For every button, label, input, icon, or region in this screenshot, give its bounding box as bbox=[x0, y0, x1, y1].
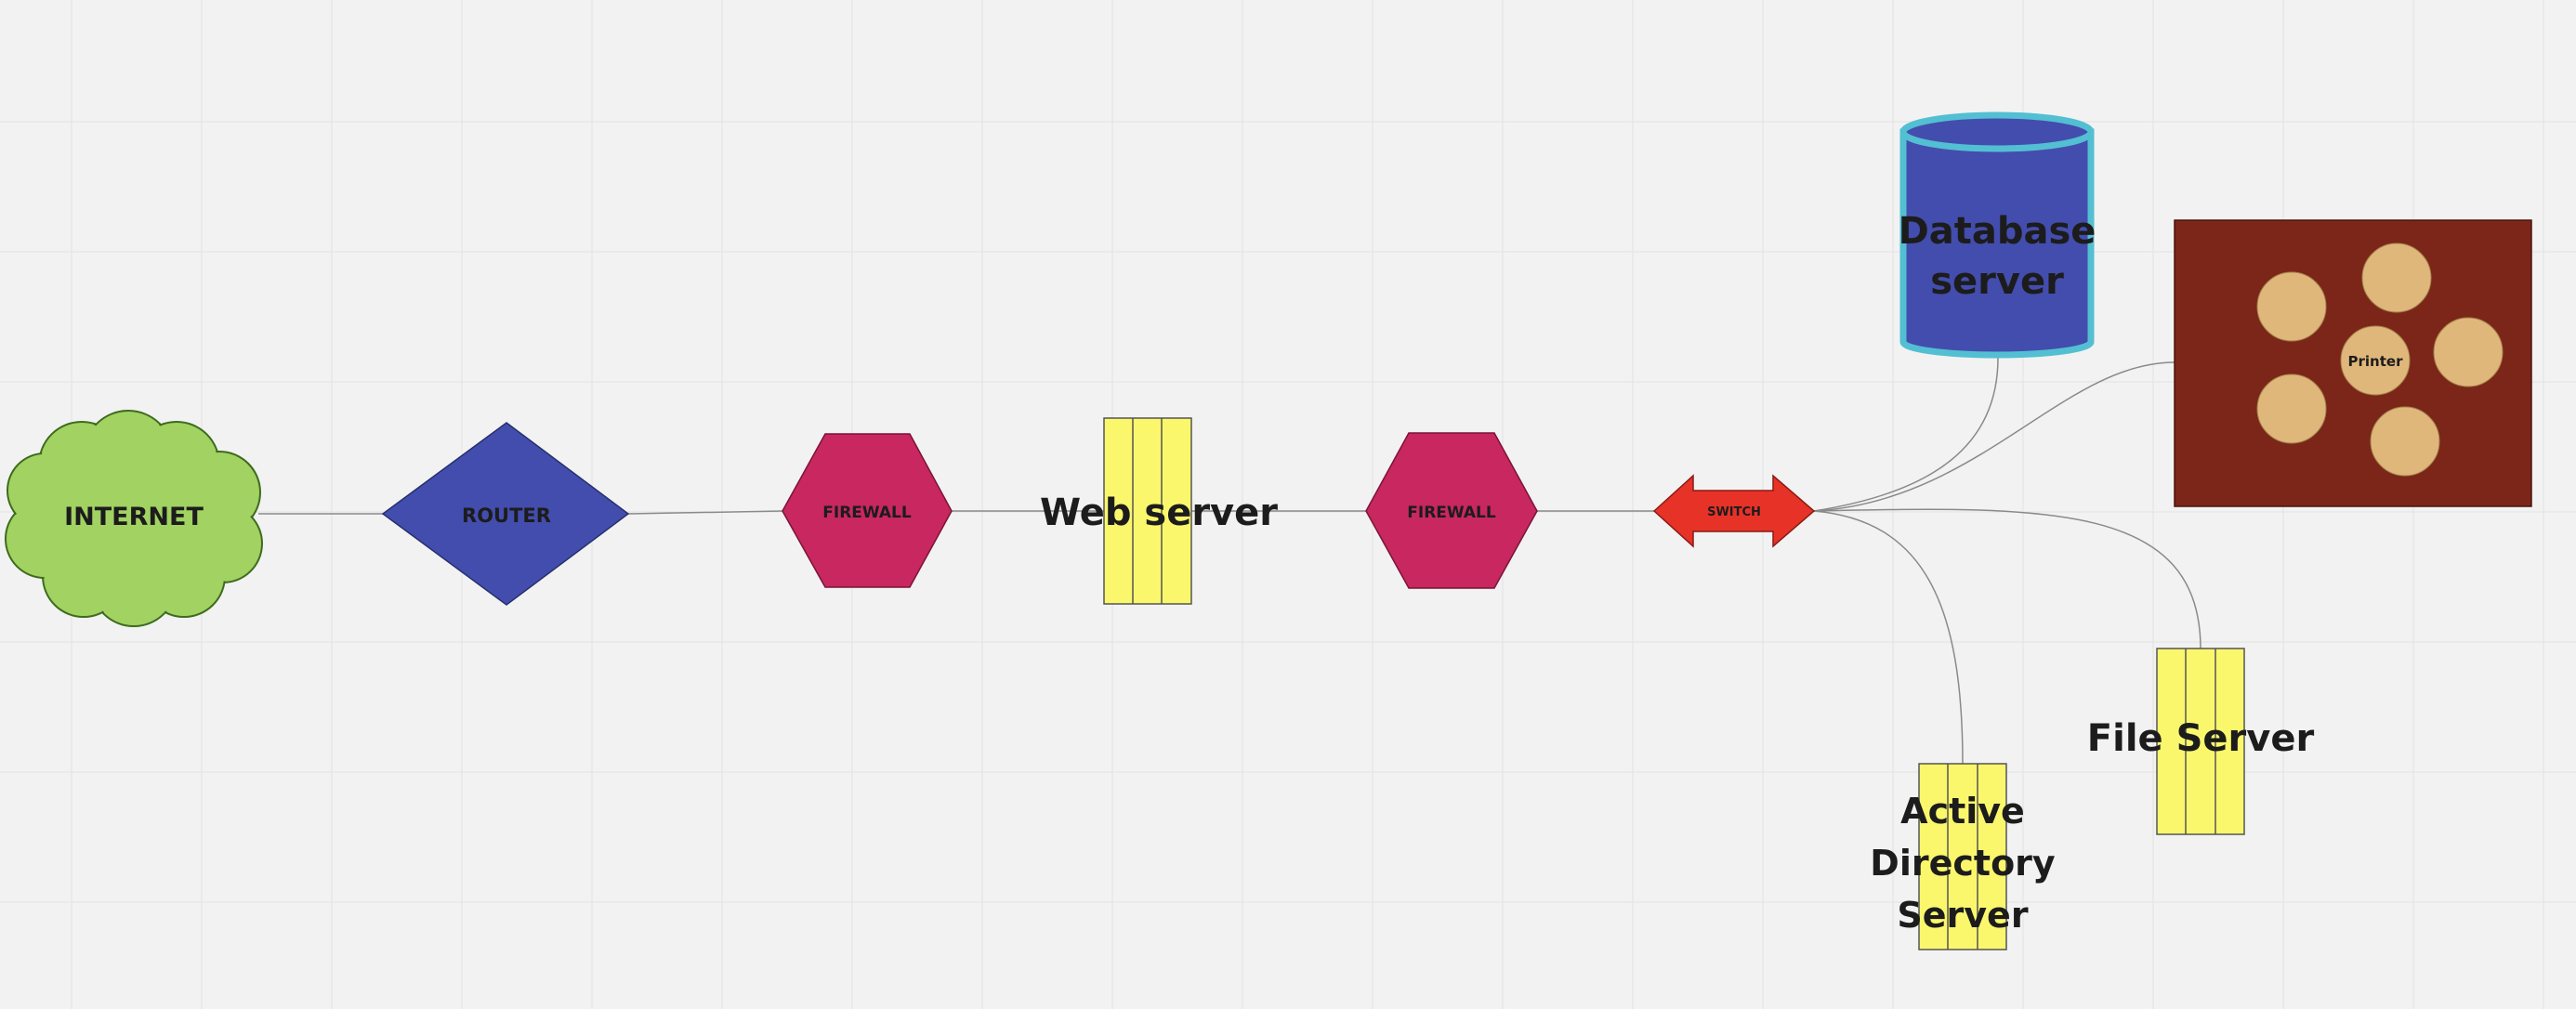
firewall-outer-label: FIREWALL bbox=[822, 504, 912, 522]
database-label-line2: server bbox=[1930, 260, 2064, 303]
file-server-rack[interactable]: File Server bbox=[2087, 648, 2315, 835]
cloud-shape bbox=[5, 410, 263, 627]
active-directory-label-line3: Server bbox=[1897, 895, 2028, 936]
database-shape bbox=[1899, 111, 2095, 359]
connectors bbox=[258, 357, 2201, 765]
internet-cloud[interactable]: INTERNET bbox=[5, 410, 263, 627]
active-directory-server-rack[interactable]: Active Directory Server bbox=[1870, 763, 2056, 950]
file-server-label: File Server bbox=[2087, 717, 2315, 760]
active-directory-label-line1: Active bbox=[1900, 791, 2025, 832]
internet-label: INTERNET bbox=[64, 503, 204, 531]
active-directory-shape bbox=[1918, 763, 2007, 950]
router-diamond[interactable]: ROUTER bbox=[381, 422, 630, 606]
firewall-inner-label: FIREWALL bbox=[1407, 504, 1496, 522]
printer-dot bbox=[2433, 317, 2504, 387]
printer-dot bbox=[2340, 325, 2411, 396]
web-server-label: Web server bbox=[1040, 491, 1278, 534]
printer-dot bbox=[2361, 242, 2432, 313]
connector-switch-fileserver[interactable] bbox=[1813, 508, 2201, 649]
switch-double-arrow[interactable]: SWITCH bbox=[1652, 474, 1816, 548]
active-directory-label-line2: Directory bbox=[1870, 843, 2056, 884]
firewall-inner-shape bbox=[1365, 432, 1538, 589]
router-label: ROUTER bbox=[462, 504, 551, 527]
printer-dots bbox=[2256, 242, 2504, 477]
printer-dot bbox=[2256, 373, 2327, 444]
connector-switch-printer[interactable] bbox=[1813, 361, 2175, 512]
printer-dot bbox=[2370, 406, 2440, 477]
connector-switch-database[interactable] bbox=[1813, 357, 1999, 512]
router-shape bbox=[381, 422, 630, 606]
database-label-line1: Database bbox=[1899, 210, 2096, 253]
connector-router-firewall[interactable] bbox=[627, 510, 783, 515]
firewall-outer-shape bbox=[782, 433, 953, 588]
web-server-shape bbox=[1103, 417, 1192, 605]
web-server-rack[interactable]: Web server bbox=[1040, 417, 1278, 605]
switch-label: SWITCH bbox=[1707, 505, 1761, 519]
database-server-cylinder[interactable]: Database server bbox=[1899, 111, 2096, 359]
firewall-outer-hexagon[interactable]: FIREWALL bbox=[782, 433, 953, 588]
switch-shape bbox=[1652, 474, 1816, 548]
file-server-shape bbox=[2156, 648, 2245, 835]
firewall-inner-hexagon[interactable]: FIREWALL bbox=[1365, 432, 1538, 589]
printer-label: Printer bbox=[2348, 353, 2404, 370]
printer-box[interactable]: Printer bbox=[2174, 219, 2532, 507]
connector-switch-activedirectory[interactable] bbox=[1813, 510, 1964, 765]
printer-dot bbox=[2256, 271, 2327, 342]
